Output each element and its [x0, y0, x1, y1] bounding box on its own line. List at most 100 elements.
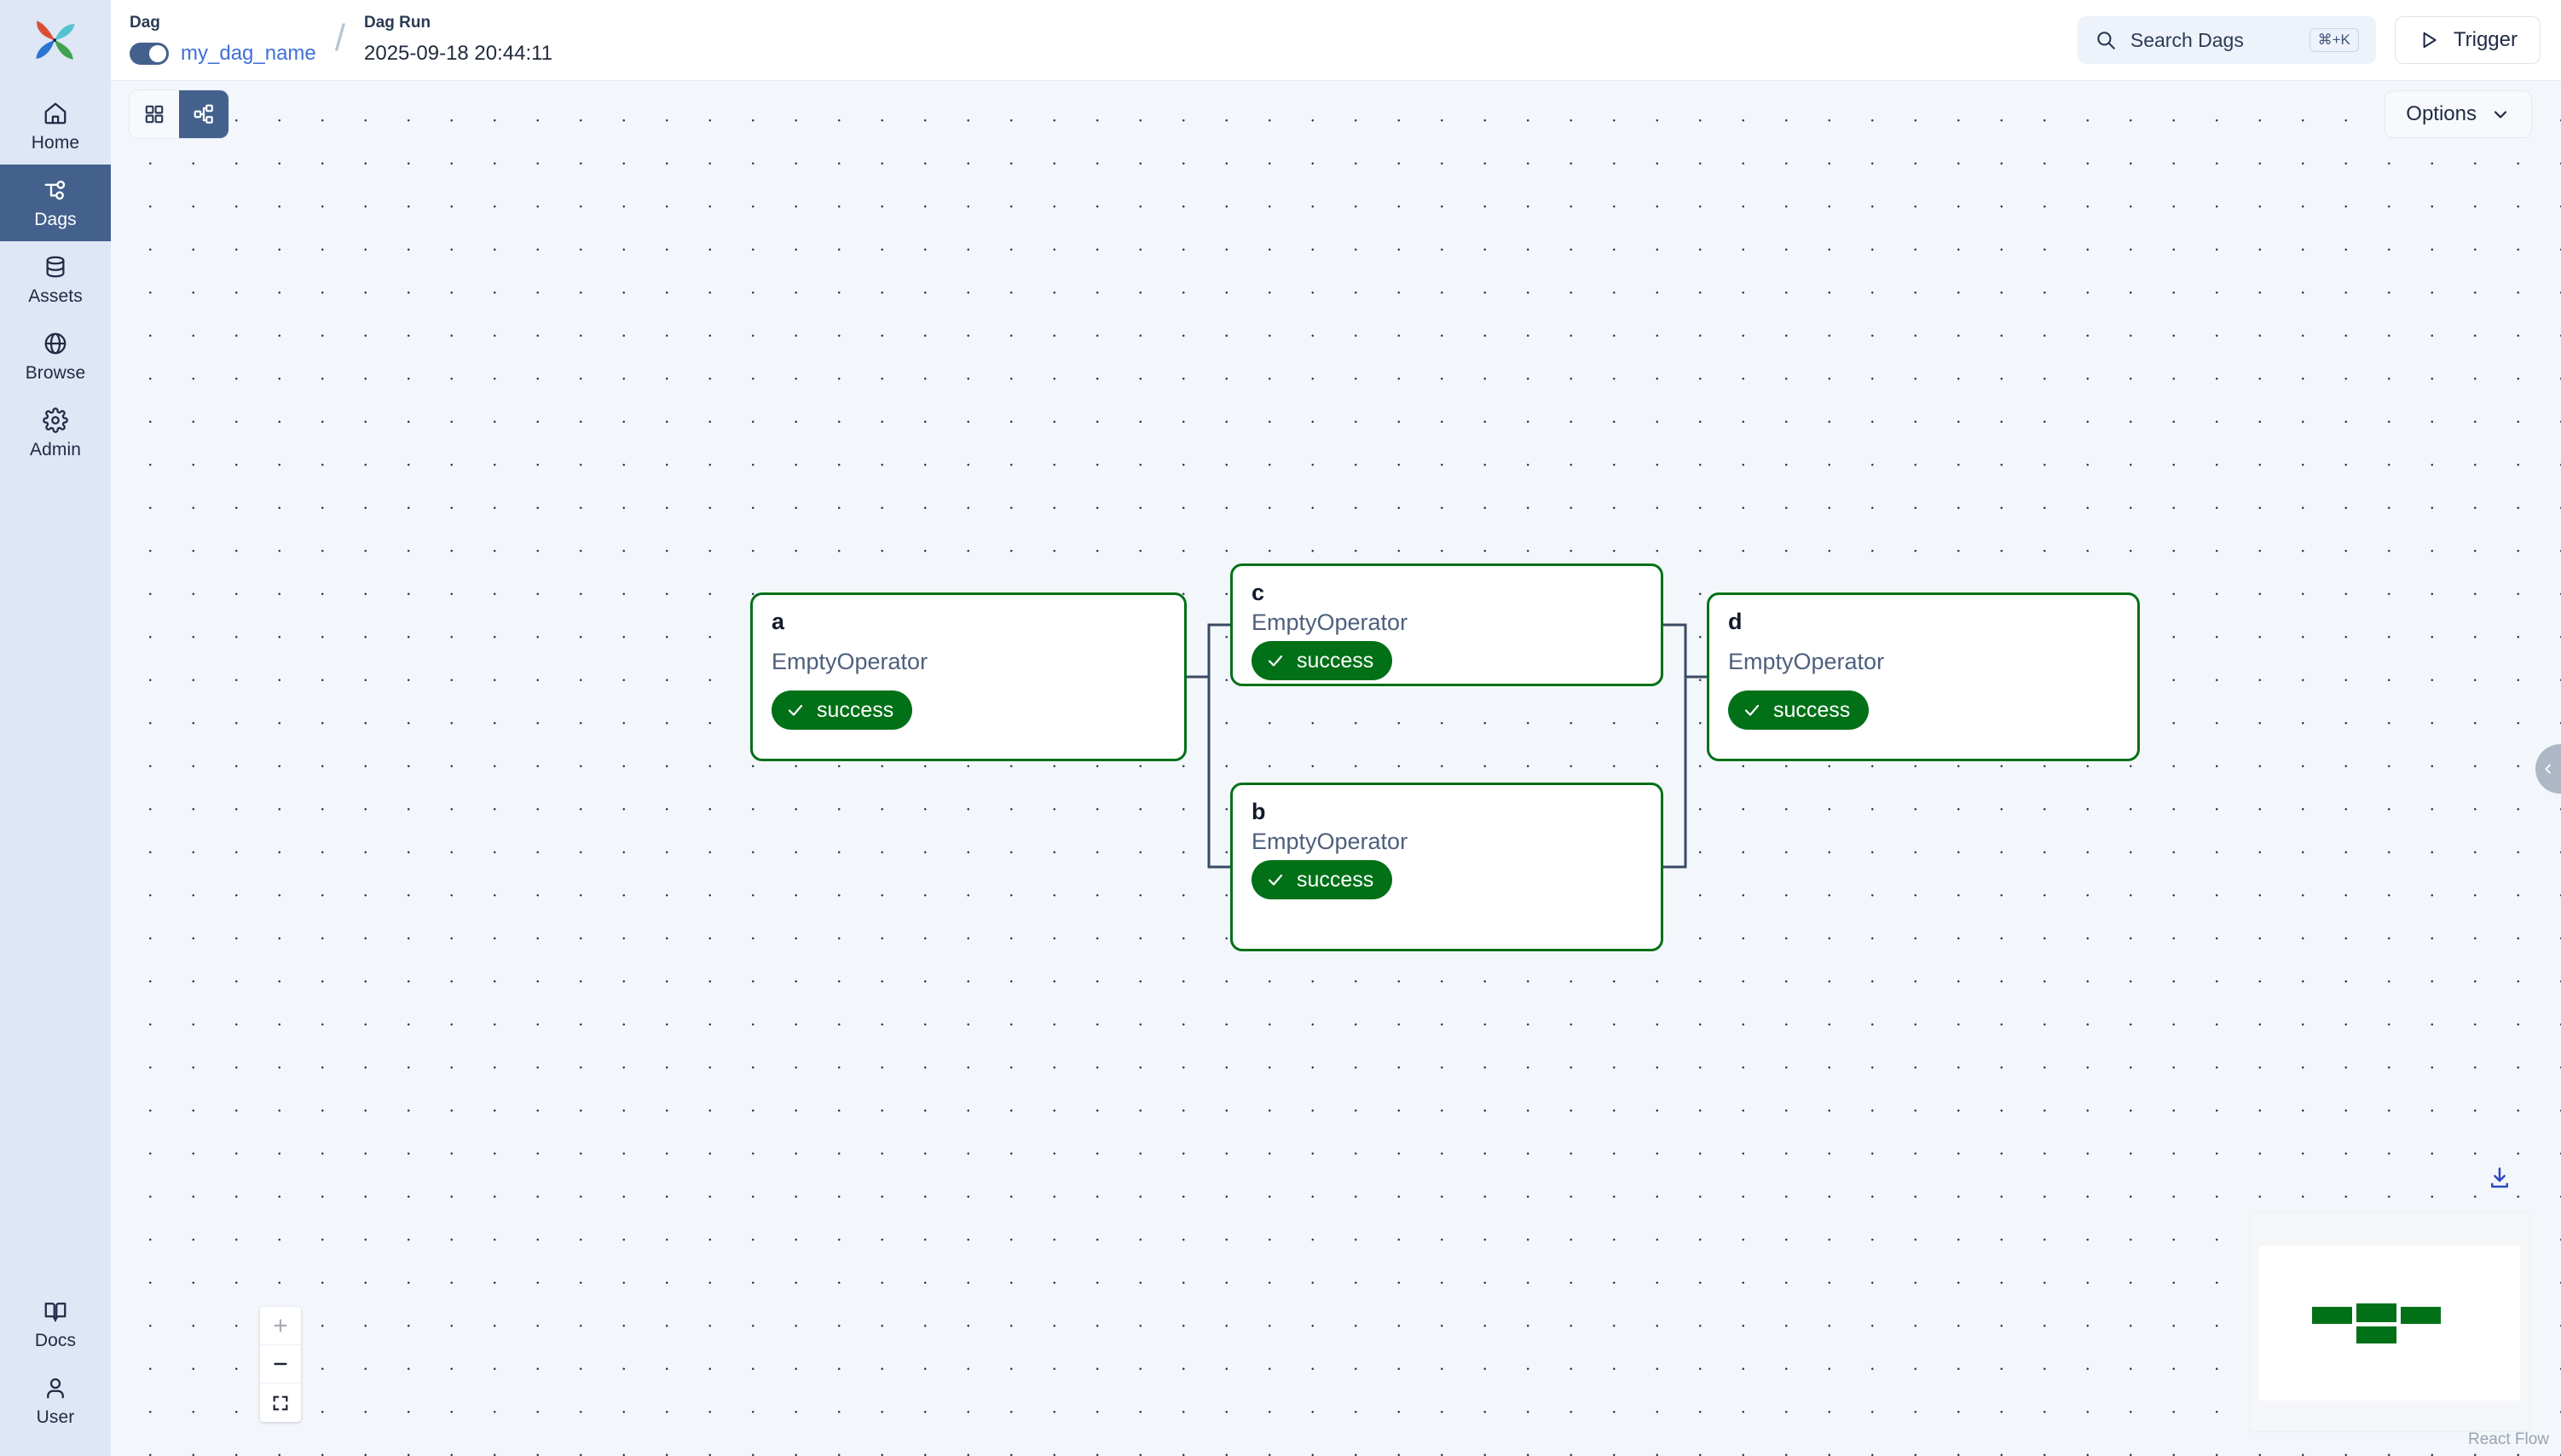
task-node-title: b — [1252, 799, 1266, 824]
breadcrumb-dag-run: Dag Run 2025-09-18 20:44:11 — [364, 14, 552, 66]
search-dags-input[interactable]: Search Dags ⌘+K — [2077, 16, 2376, 64]
status-badge-label: success — [1297, 867, 1374, 892]
status-badge: success — [772, 690, 913, 730]
status-badge: success — [1252, 641, 1393, 680]
toggle-knob — [149, 44, 166, 62]
task-node-operator: EmptyOperator — [1728, 649, 1885, 674]
search-shortcut-badge: ⌘+K — [2309, 28, 2359, 52]
task-node-title: d — [1728, 609, 1743, 634]
breadcrumb-dagrun-kicker: Dag Run — [364, 13, 431, 32]
sidebar-item-label: Assets — [28, 286, 83, 306]
download-image-button[interactable] — [2483, 1161, 2517, 1195]
search-icon — [2097, 32, 2115, 49]
edge-a-to-b — [1187, 675, 1230, 869]
plus-icon — [274, 1319, 287, 1332]
grid-view-button[interactable] — [130, 90, 179, 138]
task-node-operator: EmptyOperator — [1252, 610, 1408, 635]
view-toggle-group — [130, 90, 228, 138]
sidebar-item-docs[interactable]: Docs — [0, 1286, 111, 1362]
breadcrumb: Dag my_dag_name / Dag Run 2025-09-18 20:… — [111, 14, 552, 66]
task-node-title: a — [772, 609, 785, 634]
minimap-node — [2356, 1303, 2396, 1322]
sidebar-item-label: Browse — [25, 363, 86, 383]
task-node-operator: EmptyOperator — [772, 649, 928, 674]
gear-icon — [43, 407, 68, 433]
chevron-down-icon — [2494, 111, 2507, 118]
minimap-node — [2401, 1307, 2441, 1324]
graph-node-icon — [194, 104, 213, 124]
sidebar-item-admin[interactable]: Admin — [0, 395, 111, 471]
options-button[interactable]: Options — [2385, 90, 2532, 138]
main-area: Dag my_dag_name / Dag Run 2025-09-18 20:… — [111, 0, 2561, 1456]
task-node-operator: EmptyOperator — [1252, 829, 1408, 854]
zoom-in-button[interactable] — [260, 1307, 301, 1345]
dag-graph-icon — [44, 180, 66, 200]
play-icon — [2423, 32, 2437, 49]
breadcrumb-dag-kicker: Dag — [130, 13, 160, 32]
edge-c-to-d — [1663, 623, 1707, 679]
graph-edges — [1187, 623, 1707, 869]
sidebar-item-label: Docs — [34, 1331, 77, 1350]
minimap-node — [2356, 1326, 2396, 1343]
fit-screen-icon — [273, 1395, 288, 1410]
airflow-pinwheel-logo-icon — [36, 20, 75, 60]
sidebar-item-home[interactable]: Home — [0, 88, 111, 165]
status-badge-label: success — [1773, 697, 1851, 722]
check-icon — [1744, 704, 1760, 716]
zoom-controls — [260, 1307, 301, 1422]
globe-icon — [44, 332, 66, 355]
trigger-button[interactable]: Trigger — [2394, 16, 2541, 64]
sidebar-item-user[interactable]: User — [0, 1362, 111, 1439]
dag-run-timestamp: 2025-09-18 20:44:11 — [364, 41, 553, 65]
status-badge: success — [1728, 690, 1870, 730]
chevron-left-icon — [2545, 763, 2551, 774]
grid-icon — [145, 105, 164, 124]
zoom-out-button[interactable] — [260, 1345, 301, 1384]
dag-pause-toggle[interactable] — [130, 42, 169, 65]
status-badge-label: success — [1297, 648, 1374, 673]
status-badge: success — [1252, 860, 1393, 899]
sidebar-item-label: Admin — [29, 440, 82, 459]
edge-a-to-c — [1187, 623, 1230, 679]
trigger-label: Trigger — [2453, 28, 2518, 51]
breadcrumb-separator: / — [334, 16, 345, 59]
breadcrumb-dag: Dag my_dag_name — [130, 14, 316, 66]
minimap-node — [2312, 1307, 2352, 1324]
task-node-title: c — [1252, 580, 1265, 605]
sidebar-item-browse[interactable]: Browse — [0, 318, 111, 395]
dag-name-link[interactable]: my_dag_name — [181, 41, 316, 65]
sidebar-item-dags[interactable]: Dags — [0, 165, 111, 241]
minus-icon — [274, 1362, 287, 1366]
sidebar-nav-top: Home Dags Assets — [0, 88, 111, 471]
minimap-viewport — [2259, 1245, 2520, 1401]
database-icon — [46, 256, 65, 278]
check-icon — [788, 704, 803, 716]
check-icon — [1268, 655, 1283, 667]
sidebar-item-label: Dags — [34, 210, 77, 229]
edge-b-to-d — [1663, 675, 1707, 869]
check-icon — [1268, 874, 1283, 886]
react-flow-attribution[interactable]: React Flow — [2467, 1430, 2549, 1448]
person-icon — [47, 1378, 64, 1399]
home-icon — [44, 102, 66, 124]
graph-view-button[interactable] — [179, 90, 228, 138]
search-placeholder: Search Dags — [2130, 28, 2244, 51]
airflow-logo[interactable] — [0, 0, 111, 81]
sidebar-nav-bottom: Docs User — [0, 1286, 111, 1439]
fit-view-button[interactable] — [260, 1384, 301, 1422]
graph-toolbar: Options — [111, 81, 2561, 147]
sidebar-item-label: User — [36, 1407, 75, 1427]
download-icon — [2491, 1167, 2508, 1188]
book-icon — [44, 1303, 66, 1322]
minimap[interactable] — [2249, 1212, 2530, 1432]
options-label: Options — [2406, 102, 2477, 125]
sidebar: Home Dags Assets — [0, 0, 111, 1456]
sidebar-item-assets[interactable]: Assets — [0, 241, 111, 318]
status-badge-label: success — [817, 697, 894, 722]
header-actions: Search Dags ⌘+K Trigger — [2077, 16, 2561, 64]
